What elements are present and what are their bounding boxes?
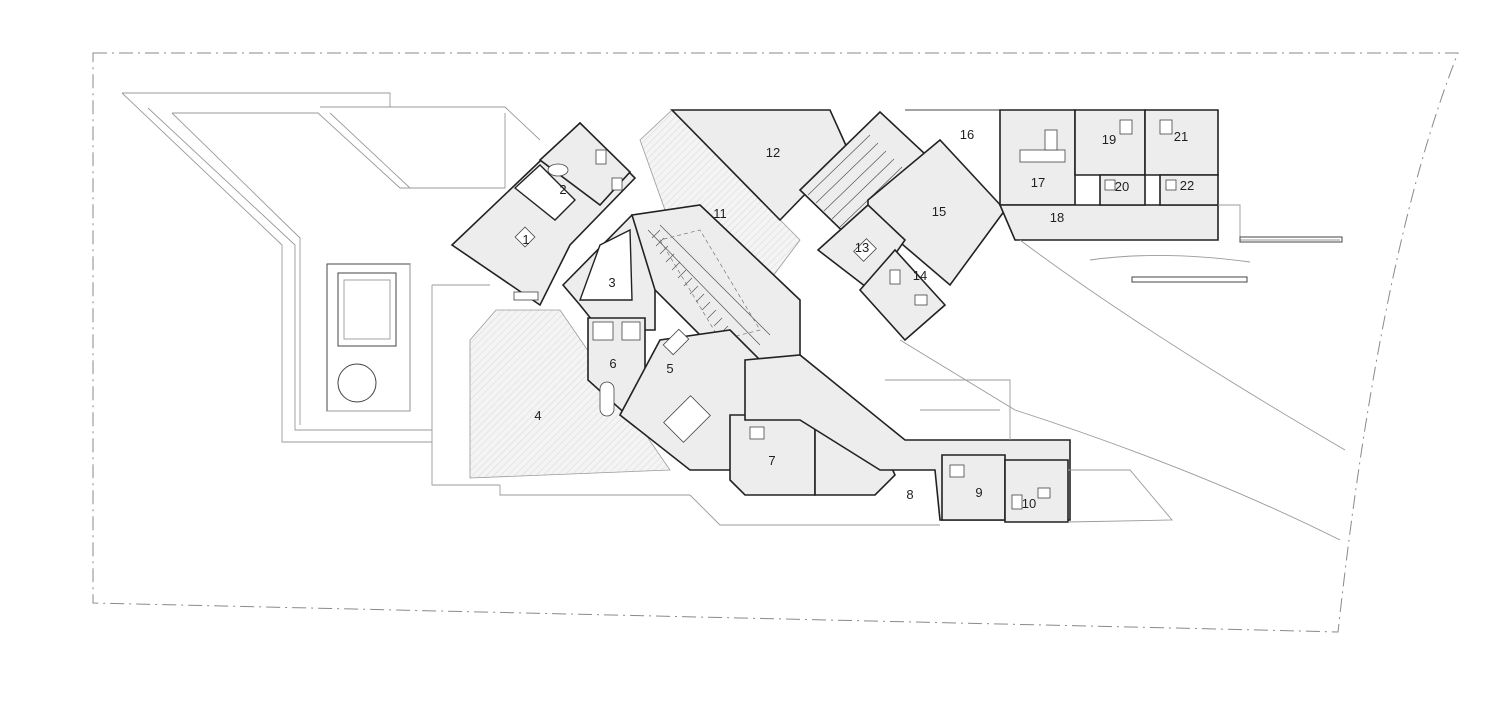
wing-bedroom-9 xyxy=(941,454,1006,521)
room-label-17: 17 xyxy=(1031,175,1045,190)
room-label-1: 1 xyxy=(522,232,529,247)
room-label-11: 11 xyxy=(713,206,727,221)
room-label-14: 14 xyxy=(913,268,927,283)
wing-bath-14 xyxy=(858,248,947,342)
room-label-6: 6 xyxy=(609,356,616,371)
room-label-4: 4 xyxy=(534,408,541,423)
wing-room-17 xyxy=(999,109,1076,206)
wing-core-3 xyxy=(561,213,656,331)
wing-bath-2 xyxy=(538,121,632,207)
room-11-deck xyxy=(639,109,801,301)
wing-bath-10 xyxy=(1004,459,1069,523)
wing-bedroom-21 xyxy=(1144,109,1219,176)
room-label-21: 21 xyxy=(1174,129,1188,144)
room-label-9: 9 xyxy=(975,485,982,500)
room-label-8: 8 xyxy=(906,487,913,502)
room-label-10: 10 xyxy=(1022,496,1036,511)
room-label-20: 20 xyxy=(1115,179,1129,194)
room-label-18: 18 xyxy=(1050,210,1064,225)
balcony-10 xyxy=(1067,469,1173,523)
room-label-19: 19 xyxy=(1102,132,1116,147)
room-label-3: 3 xyxy=(608,275,615,290)
room-label-15: 15 xyxy=(932,204,946,219)
corridor-18 xyxy=(998,204,1219,241)
room-label-2: 2 xyxy=(559,182,566,197)
room-label-7: 7 xyxy=(768,453,775,468)
room-label-12: 12 xyxy=(766,145,780,160)
terrace-outlines xyxy=(121,92,940,526)
room-label-13: 13 xyxy=(855,240,869,255)
room-label-16: 16 xyxy=(960,127,974,142)
room-labels: 1 2 3 4 5 6 7 8 9 10 11 12 13 14 15 16 1… xyxy=(522,127,1194,511)
wing-bath-20 xyxy=(1099,174,1146,206)
room-label-22: 22 xyxy=(1180,178,1194,193)
site-boundary xyxy=(92,52,1459,633)
driveway-lines xyxy=(885,204,1346,541)
room-label-5: 5 xyxy=(666,361,673,376)
